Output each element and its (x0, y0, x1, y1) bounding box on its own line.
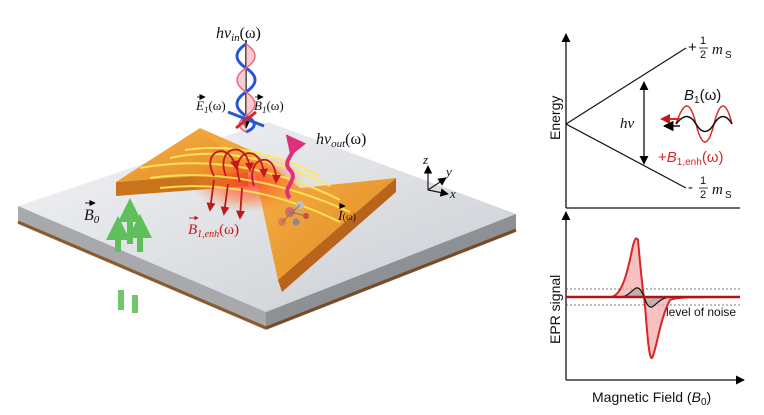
svg-text:m: m (712, 182, 723, 198)
noise-label: level of noise (666, 305, 736, 319)
epr-axis-label: EPR signal (547, 275, 563, 344)
spin-molecule (278, 201, 309, 226)
incoming-photon (227, 40, 265, 134)
gap-label: hν (620, 116, 635, 132)
e1-label: E1(ω) (195, 98, 226, 115)
b1-wave-icon (675, 115, 733, 133)
energy-diagram: Energy hν + 1 2 m S - 1 2 m S B1(ω) +B1,… (547, 33, 740, 209)
antenna-right-side (278, 178, 396, 292)
outgoing-photon (285, 134, 307, 200)
substrate-front-right (266, 214, 516, 330)
b1-label: B1(ω) (254, 98, 284, 115)
b0-arrows (106, 198, 152, 252)
b0-label: B0 (84, 207, 100, 226)
current-label: I(ω) (337, 209, 356, 224)
vector-arrows (85, 93, 346, 221)
svg-text:S: S (725, 50, 732, 61)
svg-text:2: 2 (700, 189, 706, 201)
upper-level-label: + 1 2 m S (688, 35, 732, 61)
coordinate-axes (423, 165, 449, 197)
magnetic-field-label: Magnetic Field (B0) (592, 389, 711, 408)
lower-level-line (565, 123, 687, 189)
svg-text:S: S (725, 190, 732, 201)
svg-text:1: 1 (700, 175, 706, 187)
photon-out-label: hνout(ω) (316, 131, 366, 150)
svg-text:2: 2 (700, 49, 706, 61)
b1-enh-label: B1,enh(ω) (188, 222, 239, 240)
current-lines (139, 146, 351, 223)
substrate-front-left (18, 206, 266, 330)
axis-z-label: z (422, 152, 428, 167)
b1-enh-loops (206, 148, 281, 220)
svg-text:1: 1 (700, 35, 706, 47)
b1-enh-wave-icon (675, 105, 733, 143)
b1-energy-label: B1(ω) (684, 87, 721, 106)
b0-arrows-bottom (118, 290, 138, 313)
energy-axis-label: Energy (547, 96, 563, 140)
lower-level-label: - 1 2 m S (688, 175, 732, 201)
b1-enh-energy-label: +B1,enh(ω) (658, 149, 724, 168)
upper-level-line (565, 47, 687, 125)
svg-text:+: + (688, 39, 697, 56)
axis-x-label: x (449, 186, 456, 201)
svg-text:m: m (712, 42, 723, 58)
svg-text:-: - (688, 179, 693, 196)
photon-in-label: hνin(ω) (216, 25, 261, 44)
device-illustration: hνin(ω) E1(ω) B1(ω) hνout(ω) B1,enh(ω) I… (17, 25, 517, 330)
epr-plot: EPR signal level of noise Magnetic Field… (547, 211, 745, 408)
axis-y-label: y (444, 164, 452, 179)
